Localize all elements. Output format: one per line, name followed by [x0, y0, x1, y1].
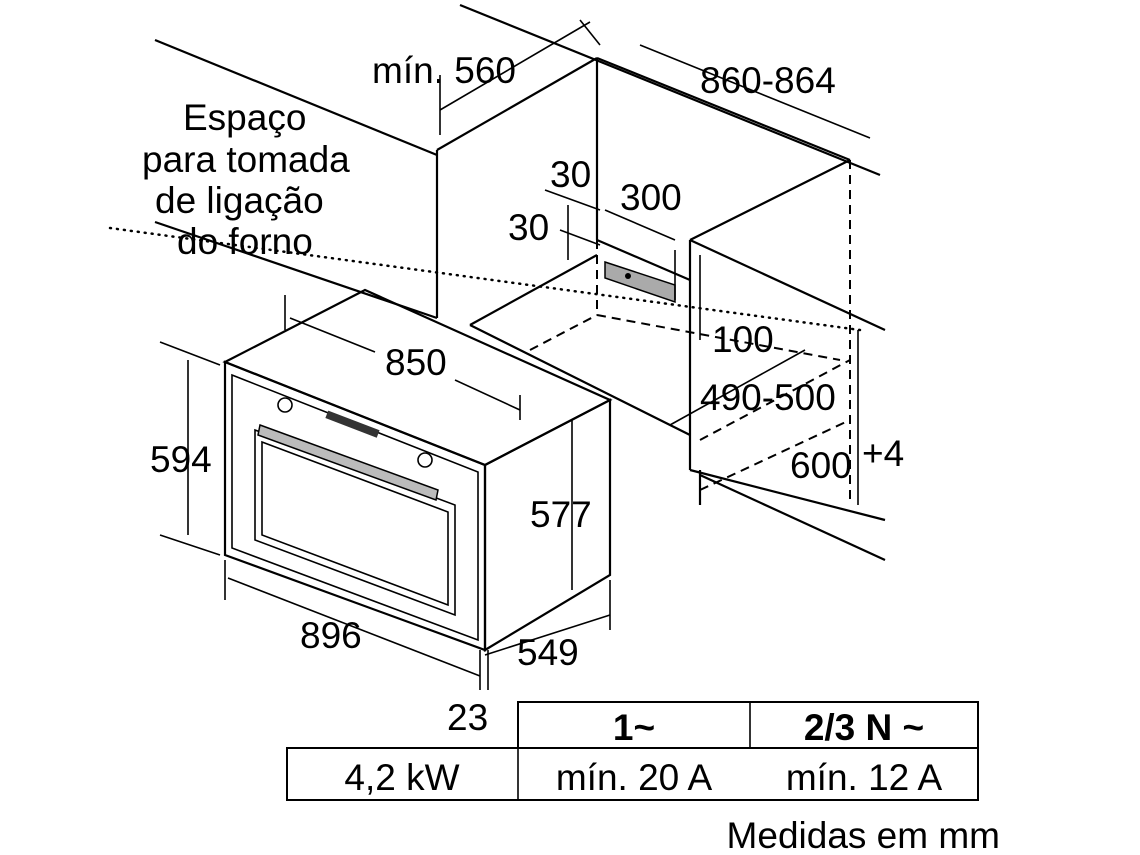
- units-note: Medidas em mm: [727, 815, 1000, 855]
- label-oven-depth: 549: [517, 632, 579, 673]
- label-socket-width: 300: [620, 177, 682, 218]
- dimension-labels: mín. 560 860-864 Espaço para tomada de l…: [142, 50, 904, 738]
- oven-handle: [257, 423, 439, 502]
- table-header: 2/3 N ~: [804, 707, 924, 748]
- oven-display: [325, 410, 380, 438]
- label-socket-offset-top: 30: [550, 154, 591, 195]
- table-cell: mín. 12 A: [786, 757, 943, 798]
- socket-note-line: Espaço: [183, 97, 306, 138]
- cabinet-niche: [108, 3, 886, 561]
- label-front-thickness: 23: [447, 697, 488, 738]
- table-cell: 4,2 kW: [344, 757, 459, 798]
- electrical-table: 1~ 2/3 N ~ 4,2 kW mín. 20 A mín. 12 A: [286, 701, 979, 801]
- label-oven-inner-height: 577: [530, 494, 592, 535]
- socket-area: [604, 260, 676, 304]
- label-width-range: 860-864: [700, 60, 836, 101]
- knob-icon: [277, 397, 293, 413]
- dimension-lines: [159, 19, 871, 690]
- socket-note-line: para tomada: [142, 139, 350, 180]
- socket-note-line: do forno: [177, 221, 313, 262]
- oven: [222, 288, 613, 652]
- label-oven-height: 594: [150, 439, 212, 480]
- label-socket-gap: 100: [712, 319, 774, 360]
- table-cell: mín. 20 A: [556, 757, 713, 798]
- label-oven-inner-width: 850: [385, 342, 447, 383]
- label-socket-offset-side: 30: [508, 207, 549, 248]
- label-oven-width: 896: [300, 615, 362, 656]
- knob-icon: [417, 452, 433, 468]
- table-header: 1~: [613, 707, 655, 748]
- socket-note-line: de ligação: [155, 180, 324, 221]
- label-niche-height: 600: [790, 445, 852, 486]
- label-min-depth: mín. 560: [372, 50, 516, 91]
- label-depth-range: 490-500: [700, 377, 836, 418]
- label-height-tolerance: +4: [862, 433, 904, 474]
